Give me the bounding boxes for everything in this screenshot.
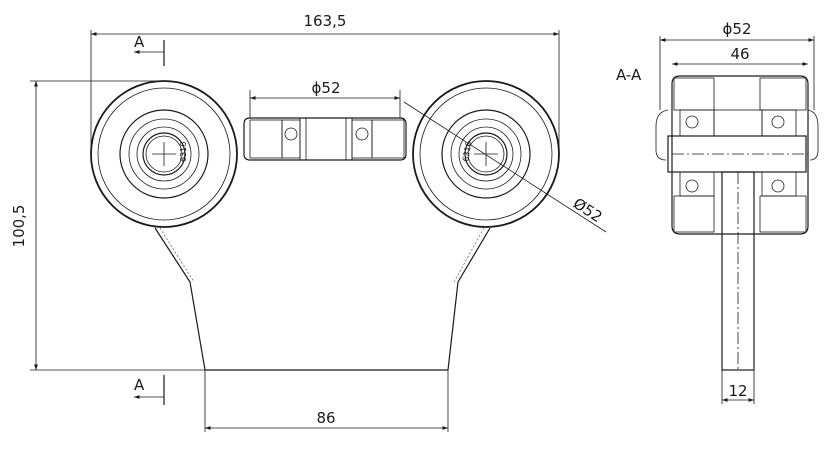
dim-section-stem-value: 12 [728, 382, 747, 400]
dim-height-value: 100,5 [10, 205, 28, 248]
left-wheel: 6316 [90, 80, 238, 228]
section-view-label: A-A [616, 66, 642, 84]
dim-height: 100,5 [10, 80, 205, 371]
front-view: 6316 6316 [10, 12, 607, 432]
dim-section-outer: ϕ52 [659, 20, 815, 110]
left-bearing-label: 6316 [179, 142, 188, 162]
dim-right-diameter: Ø52 [403, 101, 607, 233]
dim-middle-diameter: ϕ52 [249, 79, 401, 118]
dim-right-diameter-value: Ø52 [570, 194, 606, 226]
section-view: A-A ϕ52 [616, 20, 819, 404]
dim-base-width: 86 [204, 369, 449, 432]
dim-middle-diameter-value: ϕ52 [312, 79, 341, 97]
bracket-outline [154, 227, 491, 371]
dim-overall-width-value: 163,5 [304, 12, 347, 30]
middle-wheel-section [243, 117, 407, 161]
dim-section-stem: 12 [721, 370, 755, 404]
dim-section-outer-value: ϕ52 [723, 20, 752, 38]
section-mark-top: A [134, 33, 145, 51]
right-bearing-label: 6316 [461, 141, 473, 163]
dim-base-width-value: 86 [316, 409, 335, 427]
dim-overall-width: 163,5 [90, 12, 560, 154]
dim-section-width-value: 46 [730, 45, 749, 63]
right-wheel: 6316 [412, 80, 560, 228]
dim-section-width: 46 [672, 45, 808, 66]
section-mark-bottom: A [134, 376, 145, 394]
